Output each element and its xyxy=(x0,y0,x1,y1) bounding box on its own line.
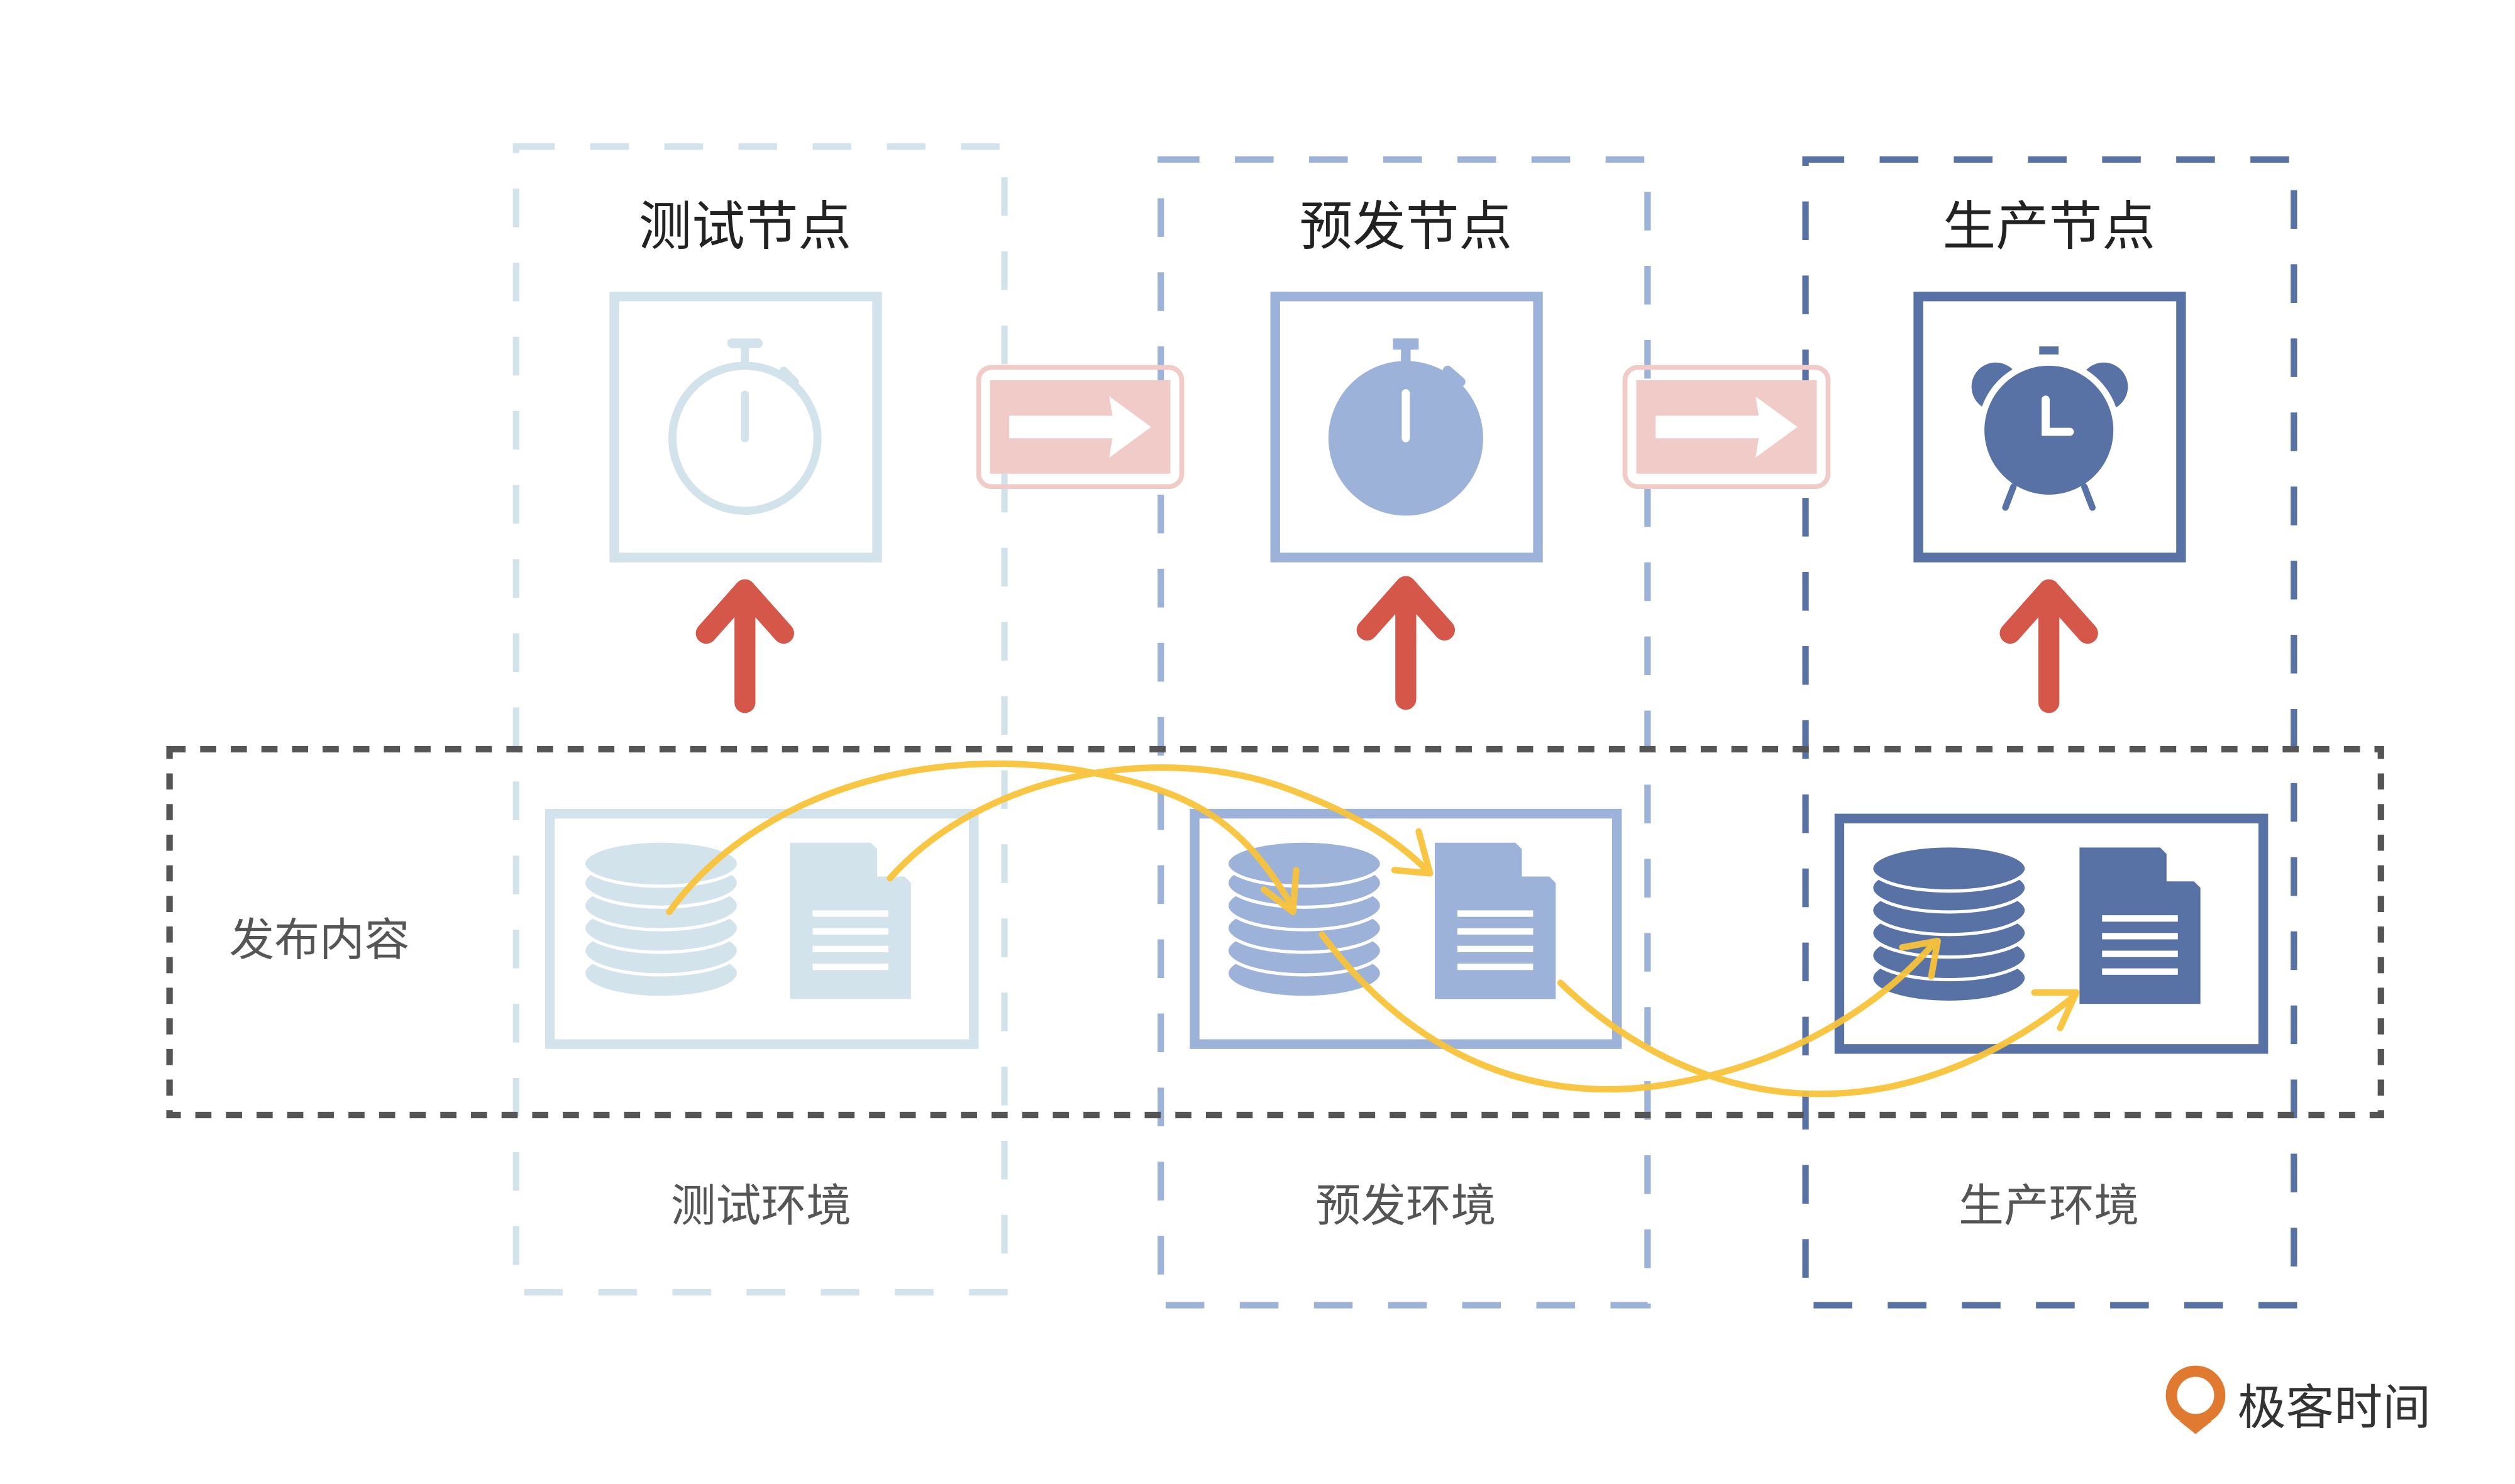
promote-arrow-test-to-staging xyxy=(976,365,1185,490)
promote-arrow-staging-to-production xyxy=(1622,365,1831,490)
content-package-production xyxy=(1834,813,2269,1054)
flow-curve-db-test-to-staging xyxy=(666,760,1300,916)
node-title-test: 测试节点 xyxy=(639,195,851,258)
document-icon xyxy=(790,842,911,999)
flow-curve-doc-staging-to-production xyxy=(1557,979,2080,1097)
env-label-staging: 预发环境 xyxy=(1315,1179,1496,1232)
deploy-arrow-test xyxy=(695,579,794,713)
node-title-staging: 预发节点 xyxy=(1300,195,1512,258)
document-icon xyxy=(2079,847,2201,1004)
env-label-test: 测试环境 xyxy=(671,1179,851,1232)
content-package-test xyxy=(544,808,979,1049)
flow-curve-db-staging-to-production xyxy=(1318,931,1941,1092)
stage-column-production xyxy=(1802,156,2297,1309)
logo-text: 极客时间 xyxy=(2238,1380,2431,1436)
stopwatch-outline-icon xyxy=(668,338,822,515)
stage-column-staging xyxy=(1158,156,1651,1309)
env-label-production: 生产环境 xyxy=(1959,1179,2139,1232)
document-icon xyxy=(1434,842,1556,999)
alarm-clock-icon xyxy=(1971,346,2128,511)
release-content-region xyxy=(166,745,2384,1119)
release-content-label: 发布内容 xyxy=(229,913,409,966)
geektime-logo-icon xyxy=(2165,1365,2226,1434)
stage-column-test xyxy=(512,143,1008,1296)
deploy-arrow-production xyxy=(1999,579,2098,713)
deploy-arrow-staging xyxy=(1356,576,1456,710)
node-title-production: 生产节点 xyxy=(1943,195,2155,258)
stopwatch-filled-icon xyxy=(1328,338,1483,516)
geektime-logo: 极客时间 xyxy=(2165,1365,2431,1436)
flow-curve-doc-test-to-staging xyxy=(887,764,1434,882)
